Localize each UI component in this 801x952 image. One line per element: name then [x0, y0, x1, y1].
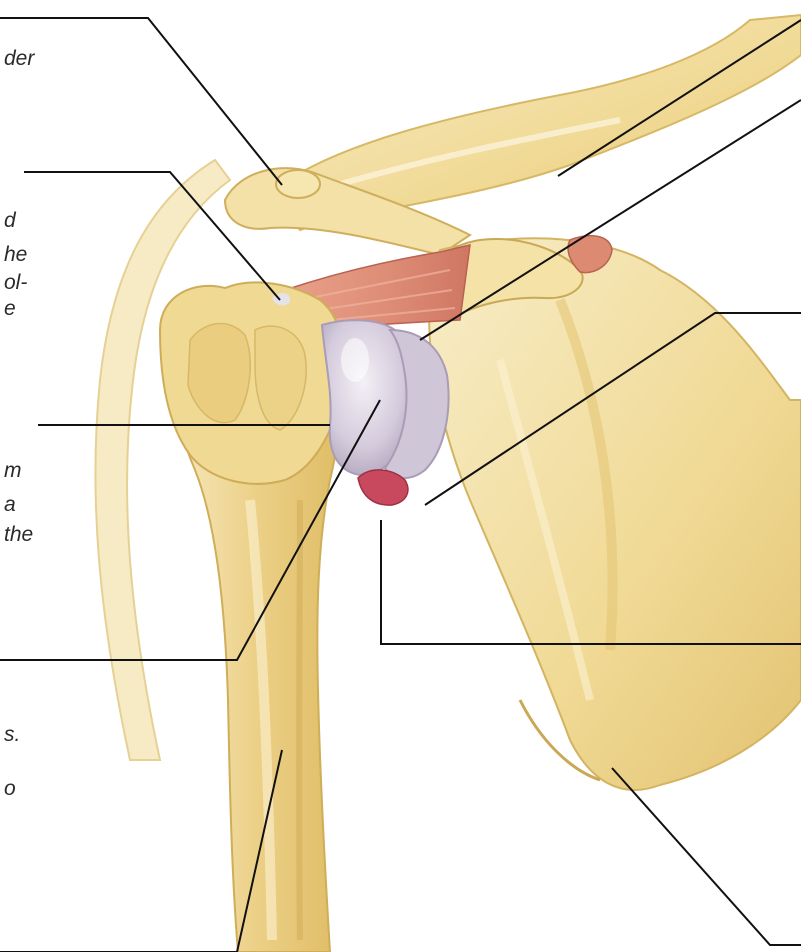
leader-line-scapula [612, 768, 801, 945]
caption-fragment: d [4, 210, 16, 231]
caption-fragment: he [4, 244, 27, 265]
caption-fragment: ol- [4, 272, 27, 293]
caption-fragment: der [4, 48, 34, 69]
caption-fragment: e [4, 298, 16, 319]
leader-line-acromion [0, 18, 282, 185]
caption-fragment: the [4, 524, 33, 545]
caption-fragment: a [4, 494, 16, 515]
scapula [429, 238, 801, 790]
caption-fragment: m [4, 460, 22, 481]
caption-fragment: s. [4, 724, 20, 745]
caption-fragment: o [4, 778, 16, 799]
